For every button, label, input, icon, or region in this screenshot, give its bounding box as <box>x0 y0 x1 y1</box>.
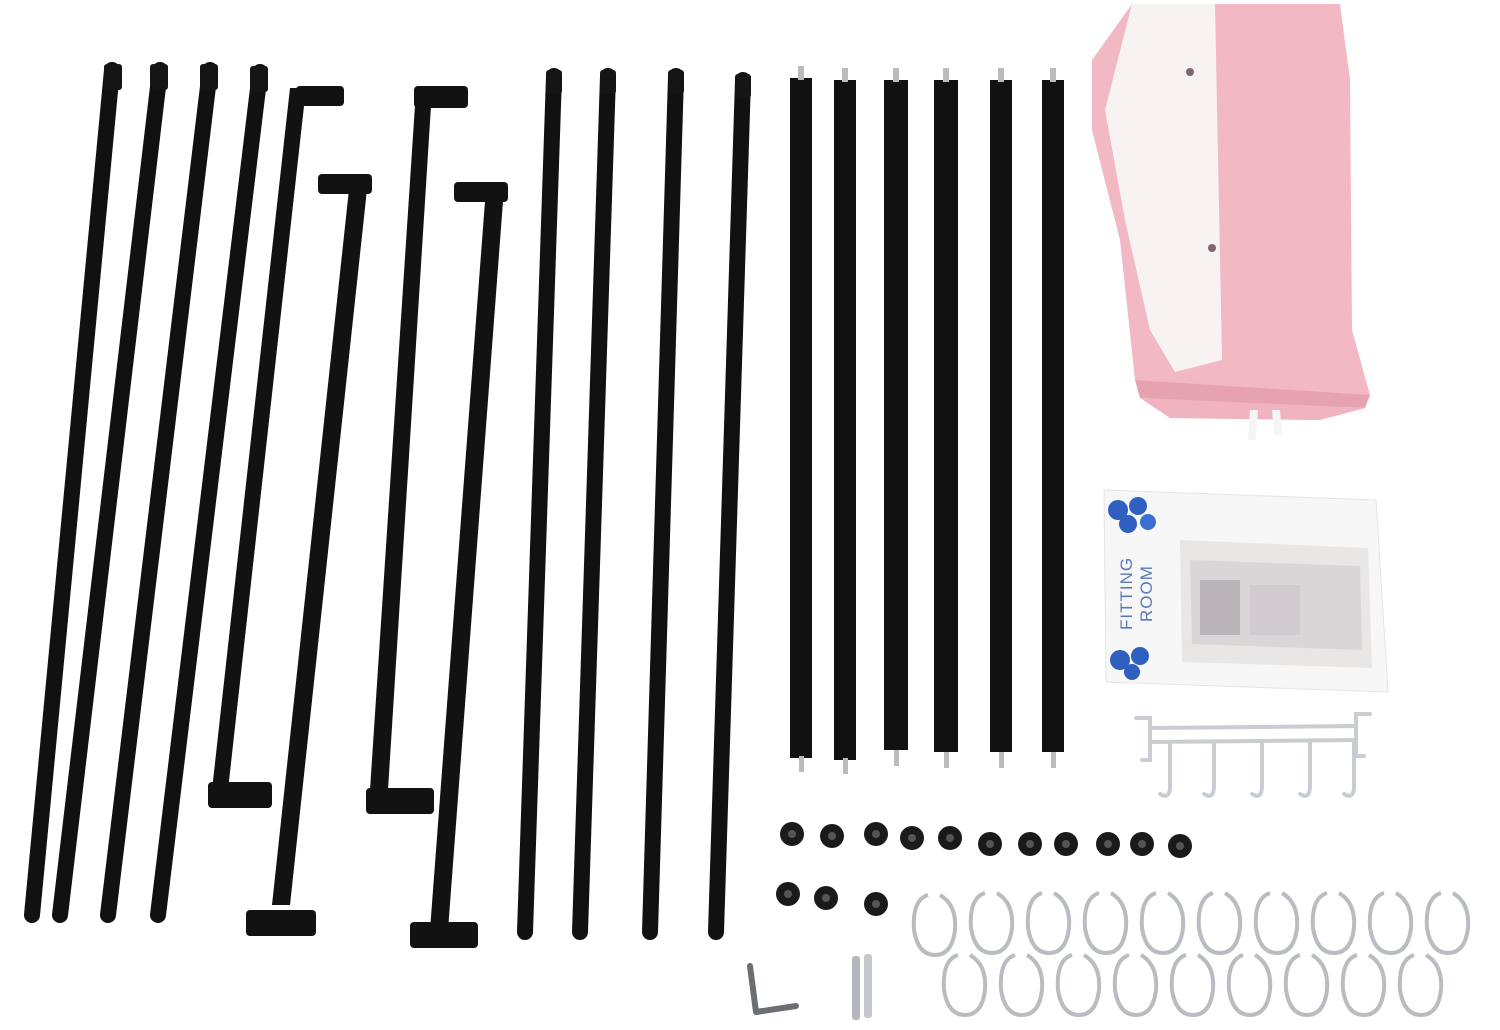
l-bar <box>410 182 508 948</box>
instruction-manual: FITTING ROOM <box>1103 489 1389 693</box>
rubber-cap <box>776 882 800 906</box>
pin <box>852 956 860 1020</box>
hook <box>1158 740 1172 798</box>
rubber-cap <box>1054 832 1078 856</box>
l-bars-group <box>208 86 508 948</box>
curtain-ring <box>1283 953 1330 1018</box>
curtain-ring <box>1253 891 1300 956</box>
curtain-ring <box>1082 891 1129 956</box>
short-pole <box>884 68 908 766</box>
manual-title-line2: ROOM <box>1137 565 1156 622</box>
curtain-ring <box>968 891 1015 956</box>
long-pole <box>642 68 684 940</box>
curtain-ring <box>1025 891 1072 956</box>
curtain-ring <box>1367 891 1414 956</box>
rubber-cap <box>978 832 1002 856</box>
long-pole <box>52 62 168 923</box>
rubber-cap <box>780 822 804 846</box>
long-pole <box>517 68 562 940</box>
curtain-ring <box>998 953 1045 1018</box>
short-pole <box>990 68 1012 768</box>
curtain-ring <box>911 893 958 958</box>
curtain-ring <box>1196 891 1243 956</box>
curtain-ring <box>1424 891 1471 956</box>
rubber-cap <box>820 824 844 848</box>
l-bar <box>208 86 344 808</box>
rubber-caps-group <box>776 822 1192 916</box>
long-poles-group <box>24 62 268 923</box>
long-pole <box>708 72 751 940</box>
rubber-cap <box>1168 834 1192 858</box>
long-pole <box>150 64 268 923</box>
long-pole <box>572 68 616 940</box>
l-bar <box>366 86 468 814</box>
curtain-ring <box>1226 953 1273 1018</box>
curtain-ring <box>1310 891 1357 956</box>
pins-group <box>852 954 872 1020</box>
curtain-ring <box>1139 891 1186 956</box>
curtain-ring <box>1055 953 1102 1018</box>
hook <box>1298 740 1312 798</box>
flower-graphic-top <box>1108 497 1156 533</box>
curtain-rings-group <box>911 891 1471 1018</box>
over-door-hook-rack <box>1134 712 1372 798</box>
l-bar <box>246 174 372 936</box>
hex-key <box>747 963 799 1015</box>
long-poles-middle-group <box>517 68 751 940</box>
rubber-cap <box>1018 832 1042 856</box>
manual-title-line1: FITTING <box>1117 557 1136 630</box>
short-pole <box>834 68 856 774</box>
rubber-cap <box>1096 832 1120 856</box>
short-pole <box>934 68 958 768</box>
rubber-cap <box>938 826 962 850</box>
hook <box>1342 740 1356 798</box>
long-pole <box>100 62 218 923</box>
curtain-ring <box>1397 953 1444 1018</box>
rubber-cap <box>900 826 924 850</box>
flower-graphic-bottom <box>1110 647 1149 680</box>
folded-curtain-fabric <box>1092 4 1370 440</box>
rubber-cap <box>864 822 888 846</box>
pin <box>864 954 872 1018</box>
hook <box>1250 740 1264 798</box>
rubber-cap <box>814 886 838 910</box>
short-poles-group <box>790 66 1064 774</box>
rubber-cap <box>1130 832 1154 856</box>
long-pole <box>24 62 122 923</box>
curtain-ring <box>1340 953 1387 1018</box>
curtain-ring <box>941 953 988 1018</box>
rubber-cap <box>864 892 888 916</box>
short-pole <box>790 66 812 772</box>
curtain-ring <box>1169 953 1216 1018</box>
short-pole <box>1042 68 1064 768</box>
hook <box>1202 740 1216 798</box>
curtain-ring <box>1112 953 1159 1018</box>
